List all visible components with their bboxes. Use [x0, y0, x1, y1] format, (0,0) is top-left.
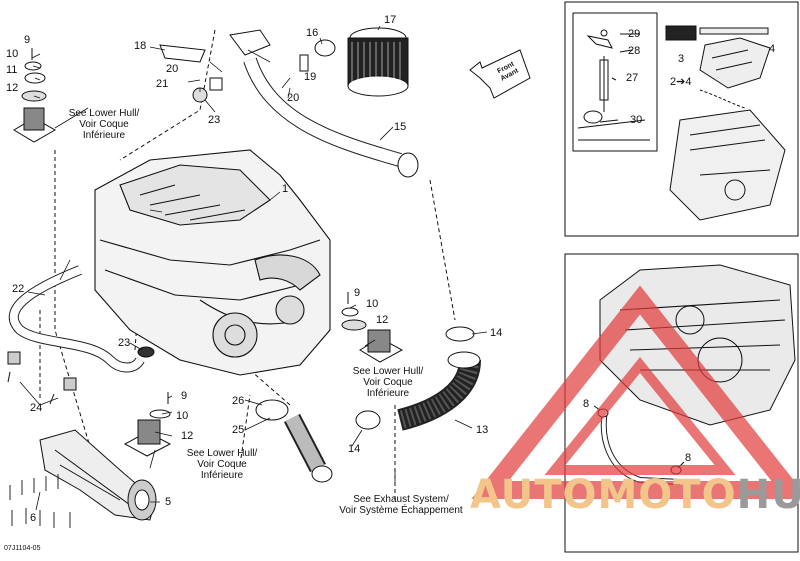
callout-9c: 9	[181, 390, 188, 402]
inset-frame-top	[564, 1, 799, 237]
callout-25: 25	[232, 424, 245, 436]
callout-20: 20	[166, 63, 179, 75]
note-lower-hull-low: See Lower Hull/ Voir Coque Inférieure	[186, 448, 258, 481]
leader-lines	[19, 25, 488, 511]
callout-18: 18	[134, 40, 147, 52]
callout-10c: 10	[176, 410, 189, 422]
callout-21: 21	[156, 78, 169, 90]
callout-3: 3	[678, 53, 685, 65]
callout-29: 29	[628, 28, 641, 40]
engine-mount-low	[123, 392, 172, 457]
callout-11: 11	[6, 64, 18, 76]
note-lower-hull-mid: See Lower Hull/ Voir Coque Inférieure	[352, 366, 424, 399]
engine-mount-mid	[341, 292, 404, 363]
watermark-text: AUTOMOTOHUB	[470, 472, 800, 518]
callout-23b: 23	[118, 337, 131, 349]
engine-block	[94, 149, 331, 376]
callout-6: 6	[30, 512, 37, 524]
callout-13: 13	[476, 424, 489, 436]
inset-detail-box	[572, 12, 658, 152]
note-lower-hull-top: See Lower Hull/ Voir Coque Inférieure	[68, 108, 140, 141]
callout-1: 1	[282, 183, 289, 195]
callout-12: 12	[6, 82, 19, 94]
air-filter	[347, 27, 409, 97]
callout-28: 28	[628, 45, 641, 57]
callout-30: 30	[630, 114, 643, 126]
callout-14b: 14	[348, 443, 361, 455]
callout-8b: 8	[685, 452, 692, 464]
callout-4: 4	[769, 43, 776, 55]
callout-9: 9	[24, 34, 31, 46]
callout-22: 22	[12, 283, 25, 295]
callout-24: 24	[30, 402, 43, 414]
callout-2-4: 2➔4	[670, 76, 692, 88]
drawing-code: 07J1104-05	[4, 545, 41, 552]
callout-5: 5	[165, 496, 172, 508]
callout-20b: 20	[287, 92, 300, 104]
callout-10b: 10	[366, 298, 379, 310]
watermark-logo	[471, 285, 800, 499]
callout-26: 26	[232, 395, 245, 407]
callout-10: 10	[6, 48, 19, 60]
callout-27: 27	[626, 72, 639, 84]
callout-12c: 12	[181, 430, 194, 442]
callout-9b: 9	[354, 287, 361, 299]
callout-12b: 12	[376, 314, 389, 326]
corrugated-hose	[397, 351, 481, 431]
callout-14: 14	[490, 327, 503, 339]
inset-top-parts	[577, 25, 786, 221]
callout-16: 16	[306, 27, 319, 39]
exhaust-manifold	[9, 429, 157, 528]
callout-15: 15	[394, 121, 407, 133]
outlet-pipe	[284, 413, 333, 483]
engine-mount-top	[13, 48, 57, 143]
callout-17: 17	[384, 14, 397, 26]
callout-8: 8	[583, 398, 590, 410]
callout-19: 19	[304, 71, 317, 83]
note-exhaust-system: See Exhaust System/ Voir Système Échappe…	[339, 494, 463, 516]
callout-23: 23	[208, 114, 221, 126]
front-arrow-icon	[469, 49, 531, 99]
